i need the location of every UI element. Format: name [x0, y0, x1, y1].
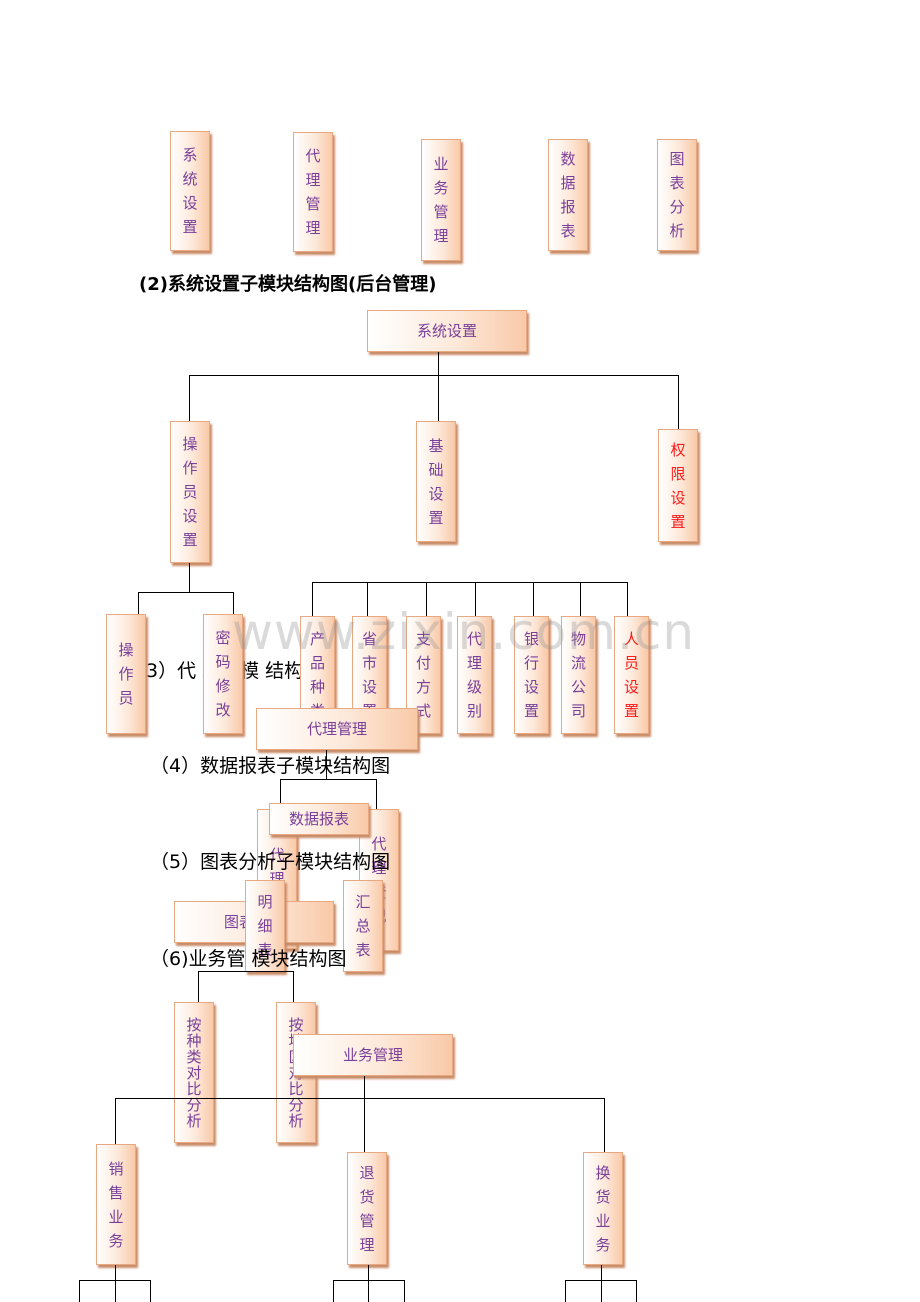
module-label: 代 理 管 理 [305, 147, 321, 237]
heading-business-management: （6)业务管 模块结构图 [150, 948, 347, 970]
sales-business-box: 销 售 业 务 [96, 1144, 136, 1265]
returns-management-box: 退 货 管 理 [347, 1152, 387, 1265]
staff-settings-box: 人 员 设 置 [614, 616, 649, 734]
exchange-business-box: 换 货 业 务 [583, 1152, 623, 1265]
system-root-label: 系统设置 [416, 322, 477, 340]
watermark: www.zixin.com.cn [232, 603, 696, 661]
agent-root-label: 代理管理 [306, 720, 367, 738]
module-label: 业 务 管 理 [433, 155, 449, 245]
detail-table-label: 明 细 表 [257, 893, 273, 959]
connector [189, 563, 190, 593]
permission-settings-label: 权 限 设 置 [670, 440, 686, 531]
permission-settings-box: 权 限 设 置 [658, 429, 698, 542]
connector [627, 582, 628, 616]
connector [364, 1076, 365, 1099]
exchange-business-label: 换 货 业 务 [595, 1163, 611, 1254]
connector [580, 582, 581, 616]
bank-settings-box: 银 行 设 置 [514, 616, 549, 734]
operator-label: 操 作 员 [118, 641, 134, 707]
connector [326, 750, 327, 780]
connector [404, 1280, 405, 1302]
returns-management-label: 退 货 管 理 [359, 1163, 375, 1254]
system-settings-root: 系统设置 [367, 310, 527, 352]
agent-level-box: 代 理 级 别 [457, 616, 492, 734]
agent-management-root: 代理管理 [256, 708, 418, 750]
connector [438, 375, 439, 421]
module-agent-management: 代 理 管 理 [293, 132, 333, 252]
connector [367, 582, 368, 616]
connector [438, 352, 439, 376]
connector [79, 1280, 80, 1302]
sales-business-label: 销 售 业 务 [108, 1159, 124, 1250]
connector [189, 375, 679, 376]
connector [312, 582, 313, 616]
connector [150, 1280, 151, 1302]
connector [364, 1098, 365, 1152]
compare-by-category-label: 按 种 类 对 比 分 析 [186, 1015, 202, 1130]
connector [565, 1280, 566, 1302]
operator-settings-box: 操 作 员 设 置 [170, 421, 210, 563]
connector [280, 779, 377, 780]
basic-settings-label: 基 础 设 置 [428, 436, 444, 527]
operator-box: 操 作 员 [106, 614, 146, 734]
module-data-reports: 数 据 报 表 [548, 139, 588, 251]
business-management-root: 业务管理 [293, 1034, 453, 1076]
module-system-settings: 系 统 设 置 [170, 131, 210, 251]
connector [138, 592, 139, 614]
connector [533, 582, 534, 616]
connector [636, 1280, 637, 1302]
connector [601, 1265, 602, 1302]
compare-by-category-box: 按 种 类 对 比 分 析 [174, 1002, 214, 1143]
connector [426, 582, 427, 616]
connector [79, 1280, 151, 1281]
staff-settings-label: 人 员 设 置 [623, 630, 639, 720]
module-business-management: 业 务 管 理 [421, 139, 461, 261]
password-change-box: 密 码 修 改 [203, 614, 243, 734]
connector [198, 971, 294, 972]
connector [333, 1280, 334, 1302]
module-chart-analysis: 图 表 分 析 [657, 139, 697, 251]
connector [565, 1280, 637, 1281]
business-root-label: 业务管理 [342, 1046, 403, 1064]
connector [189, 375, 190, 421]
basic-settings-box: 基 础 设 置 [416, 421, 456, 542]
connector [475, 582, 476, 616]
connector [138, 592, 234, 593]
operator-settings-label: 操 作 员 设 置 [182, 435, 198, 549]
report-root-label: 数据报表 [288, 810, 349, 828]
logistics-company-box: 物 流 公 司 [561, 616, 596, 734]
summary-table-box: 汇 总 表 [343, 880, 383, 972]
heading-system-settings: (2)系统设置子模块结构图(后台管理) [139, 274, 437, 295]
connector [312, 582, 628, 583]
heading-data-reports: （4）数据报表子模块结构图 [150, 755, 391, 777]
connector [198, 971, 199, 1002]
connector [604, 1098, 605, 1152]
summary-table-label: 汇 总 表 [355, 893, 371, 959]
logistics-company-label: 物 流 公 司 [570, 630, 586, 720]
payment-method-box: 支 付 方 式 [406, 616, 441, 734]
connector [280, 779, 281, 809]
module-label: 图 表 分 析 [669, 150, 685, 240]
connector [368, 1265, 369, 1302]
connector [115, 1098, 605, 1099]
connector [333, 1280, 405, 1281]
connector [678, 375, 679, 429]
bank-settings-label: 银 行 设 置 [523, 630, 539, 720]
connector [115, 1265, 116, 1302]
connector [293, 971, 294, 1002]
connector [233, 592, 234, 614]
module-label: 数 据 报 表 [560, 150, 576, 240]
module-label: 系 统 设 置 [182, 146, 198, 236]
password-change-label: 密 码 修 改 [215, 629, 231, 719]
agent-level-label: 代 理 级 别 [466, 630, 482, 720]
data-reports-root: 数据报表 [269, 803, 369, 835]
heading-chart-analysis: （5）图表分析子模块结构图 [150, 851, 391, 873]
connector [376, 779, 377, 809]
connector [115, 1098, 116, 1144]
payment-method-label: 支 付 方 式 [415, 630, 431, 720]
